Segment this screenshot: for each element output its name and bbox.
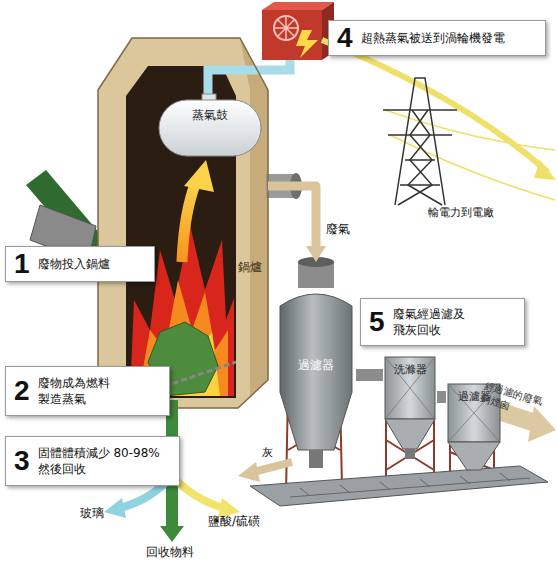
heat-arrow [182, 182, 196, 262]
conveyor [250, 466, 548, 506]
scrubber-spout [405, 449, 415, 459]
stack-arrow-head [528, 406, 556, 442]
turbine [262, 10, 322, 60]
pylon [383, 78, 457, 205]
glass-arrow-head [104, 498, 126, 518]
callout-text: 超熱蒸氣被送到渦輪機發電 [361, 30, 505, 46]
turbine-fan [274, 16, 298, 40]
callout-number: 2 [14, 377, 30, 405]
boiler-body [98, 38, 268, 408]
callout-box: 2 廢物成為燃料 製造蒸氣 [5, 366, 170, 416]
callout-box: 3 固體體積減少 80-98%然後回收 [5, 436, 180, 486]
ash-arrow [254, 462, 292, 472]
turbine-fan [274, 16, 298, 40]
output-label: 鹽酸/硫磺 [208, 514, 270, 529]
callout-number: 3 [14, 447, 30, 475]
filter-spout [309, 450, 323, 468]
output-label: 玻璃 [80, 506, 110, 521]
node-label: 鍋爐 [238, 260, 266, 275]
output-label: 回收物料 [146, 545, 202, 560]
steam-drum: 蒸氣鼓 [158, 98, 262, 158]
scrubber-cone [385, 419, 435, 449]
pylon [395, 78, 445, 205]
node-label: 洗滌器 [383, 363, 437, 377]
callout-text: 廢物投入鍋爐 [38, 256, 110, 272]
duct-pipe [437, 391, 446, 403]
boiler: 鍋爐 蒸氣鼓 [98, 36, 268, 408]
callout-box: 4 超熱蒸氣被送到渦輪機發電 [328, 20, 546, 56]
exhaust-arrow [268, 186, 326, 262]
annotation: 灰 [262, 446, 278, 460]
drum-body [159, 100, 261, 156]
edge-label: 廢氣 [326, 222, 350, 237]
boiler-shape [98, 36, 268, 408]
callout-box: 1 廢物投入鍋爐 [5, 246, 155, 282]
steam-drum-shape [158, 98, 262, 158]
boiler-outline [98, 38, 268, 408]
callout-number: 4 [337, 24, 353, 52]
scrubber: 洗滌器 [383, 355, 437, 460]
steam-pipe [208, 60, 290, 100]
callout-text: 固體體積減少 80-98%然後回收 [38, 445, 171, 477]
residue-arrow-head [160, 526, 184, 542]
lightning [296, 30, 318, 58]
support-frame [386, 418, 434, 480]
filter-inlet [298, 257, 334, 267]
boiler-side [240, 38, 268, 396]
callout-box: 5 廢氣經過濾及 飛灰回收 [360, 298, 525, 346]
node-label: 蒸氣鼓 [158, 108, 262, 123]
callout-number: 5 [369, 308, 385, 336]
node-label: 過濾器 [276, 358, 356, 373]
filter: 過濾器 [276, 262, 356, 472]
pylon [398, 110, 442, 205]
acid-arrow [174, 478, 224, 508]
annotation: 輸電力到電廠 [428, 206, 518, 220]
ash-arrow-head [238, 462, 260, 482]
conveyor [290, 473, 530, 497]
power-arrow [322, 40, 548, 172]
heat-arrow-head [184, 160, 214, 192]
exhaust-pipe [290, 173, 302, 199]
callout-text: 廢氣經過濾及 飛灰回收 [393, 306, 516, 338]
duct-pipe [356, 369, 383, 381]
filter-cone [448, 442, 500, 470]
callout-text: 廢物成為燃料 製造蒸氣 [38, 375, 161, 407]
callout-number: 1 [14, 250, 30, 278]
power-arrow-head [534, 160, 556, 180]
duct-pipe [437, 397, 446, 398]
duct-pipe [356, 375, 383, 376]
exhaust-arrow [268, 186, 316, 248]
arrow-head [306, 246, 326, 262]
turbine-top [262, 2, 334, 10]
